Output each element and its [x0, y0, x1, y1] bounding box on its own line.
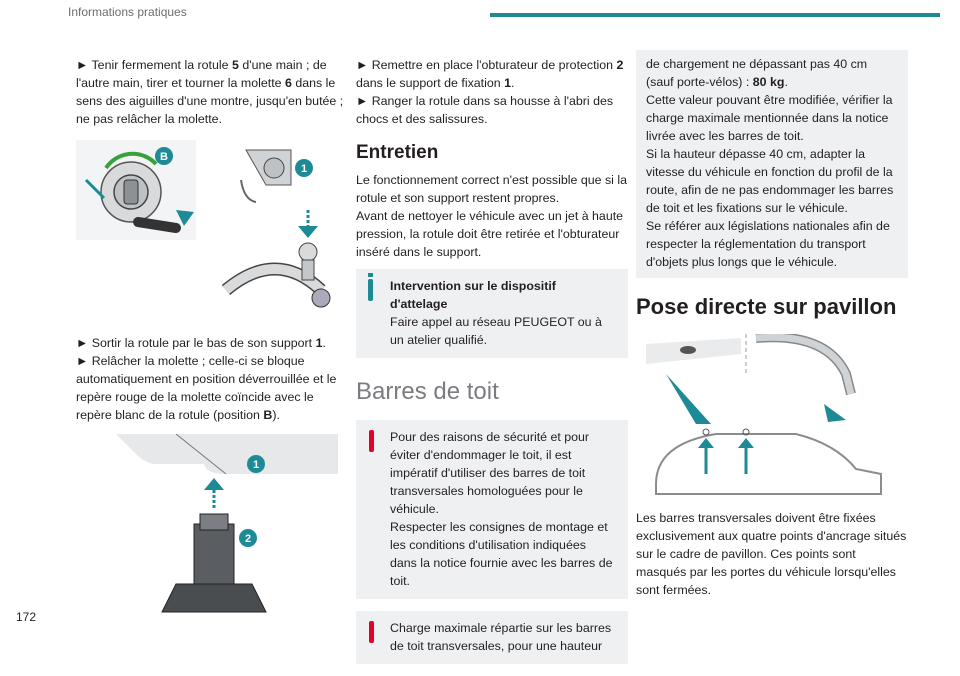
section-title: Informations pratiques [68, 5, 187, 19]
body-paragraph: Les barres transversales doivent être fi… [636, 511, 907, 597]
cover-insertion-illustration: 1 2 [76, 433, 348, 616]
column-2: ► Remettre en place l'obturateur de prot… [356, 56, 628, 676]
fig-label-2: 2 [245, 533, 251, 545]
warning-box-continued: de chargement ne dépassant pas 40 cm (sa… [636, 50, 908, 278]
fig-label-1: 1 [301, 163, 307, 175]
roof-mounting-illustration [636, 332, 908, 499]
warning-box: Pour des raisons de sécurité et pour évi… [356, 420, 628, 599]
warning-text: Respecter les consignes de montage et le… [390, 520, 613, 588]
step-paragraph: ► Tenir fermement la rotule 5 d'une main… [76, 58, 344, 126]
page-number: 172 [16, 610, 37, 624]
warning-text: Pour des raisons de sécurité et pour évi… [390, 430, 590, 516]
step-paragraph: ► Remettre en place l'obturateur de prot… [356, 58, 624, 90]
page-header: Informations pratiques [10, 0, 960, 30]
fig-label-1: 1 [253, 459, 259, 471]
towball-diagram-2: 1 2 [116, 433, 338, 613]
warning-icon [369, 621, 374, 643]
warning-text: Se référer aux législations nationales a… [646, 219, 890, 269]
heading-pose-directe: Pose directe sur pavillon [636, 294, 897, 319]
column-1: ► Tenir fermement la rotule 5 d'une main… [76, 56, 348, 616]
body-paragraph: Le fonctionnement correct n'est possible… [356, 173, 627, 205]
info-box: Intervention sur le dispositif d'attelag… [356, 269, 628, 358]
body-paragraph: Avant de nettoyer le véhicule avec un je… [356, 209, 624, 259]
heading-entretien: Entretien [356, 142, 439, 163]
roof-diagram [646, 332, 882, 495]
warning-text: Cette valeur pouvant être modifiée, véri… [646, 93, 893, 143]
info-box-title: Intervention sur le dispositif d'attelag… [390, 279, 556, 311]
step-paragraph: ► Ranger la rotule dans sa housse à l'ab… [356, 94, 614, 126]
info-icon [368, 273, 373, 301]
warning-text: Si la hauteur dépasse 40 cm, adapter la … [646, 147, 894, 215]
step-paragraph: ► Relâcher la molette ; celle-ci se bloq… [76, 354, 337, 422]
towball-diagram-1: B 1 [76, 140, 338, 320]
column-3: de chargement ne dépassant pas 40 cm (sa… [636, 50, 908, 599]
warning-text: Charge maximale répartie sur les barres … [390, 621, 612, 653]
towball-release-illustration: B 1 [76, 140, 348, 320]
warning-icon [369, 430, 374, 452]
fig-label-b: B [160, 151, 168, 163]
header-accent-bar [490, 13, 940, 17]
warning-box: Charge maximale répartie sur les barres … [356, 611, 628, 664]
step-paragraph: ► Sortir la rotule par le bas de son sup… [76, 336, 326, 350]
heading-barres-de-toit: Barres de toit [356, 378, 499, 405]
info-box-text: Faire appel au réseau PEUGEOT ou à un at… [390, 315, 602, 347]
warning-text: de chargement ne dépassant pas 40 cm (sa… [646, 57, 868, 89]
